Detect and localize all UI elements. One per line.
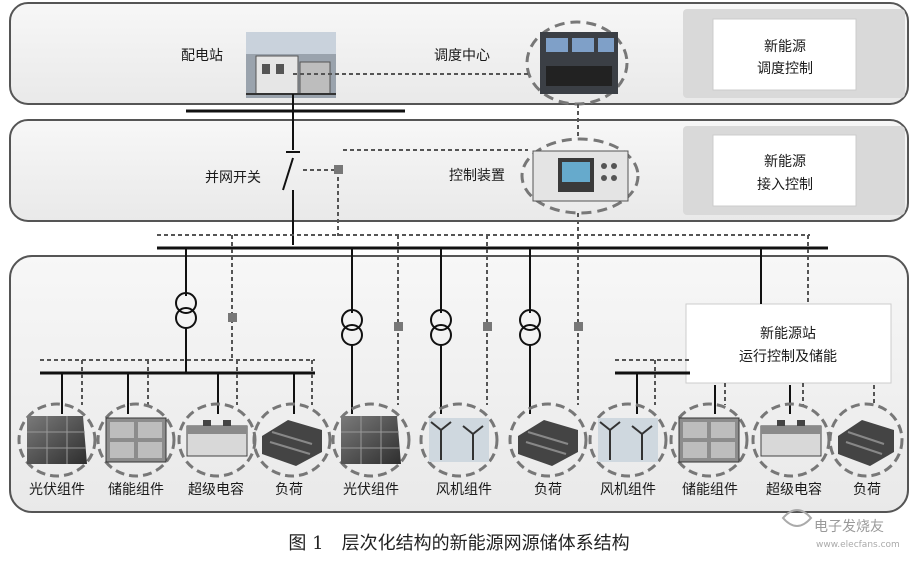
figure-caption: 图 1 层次化结构的新能源网源储体系结构 (288, 533, 629, 554)
substation-label: 配电站 (181, 48, 223, 64)
component-label: 光伏组件 (29, 482, 85, 498)
station-control-line2: 运行控制及储能 (739, 349, 837, 365)
component-label: 负荷 (275, 482, 303, 498)
substation-image (246, 32, 336, 98)
feeder-4 (519, 235, 583, 414)
component-label: 超级电容 (188, 481, 244, 498)
dispatch-control-line2: 调度控制 (757, 61, 813, 77)
watermark-url: www.elecfans.com (816, 540, 900, 550)
storage-module-icon-2 (669, 402, 749, 478)
grid-switch-label: 并网开关 (205, 170, 261, 186)
dispatch-control-box: 新能源 调度控制 (712, 18, 857, 91)
dispatch-center-label: 调度中心 (434, 48, 490, 64)
component-label: 负荷 (853, 482, 881, 498)
control-device-image (520, 137, 640, 215)
supercapacitor-icon (177, 402, 257, 478)
watermark-logo: 电子发烧友 www.elecfans.com (781, 509, 900, 550)
access-control-box: 新能源 接入控制 (712, 134, 857, 207)
station-control-box: 新能源站 运行控制及储能 (685, 303, 892, 384)
watermark-text: 电子发烧友 (814, 519, 884, 535)
component-label: 风机组件 (600, 482, 656, 498)
access-control-line2: 接入控制 (757, 176, 813, 193)
storage-module-icon (96, 402, 176, 478)
component-label: 超级电容 (766, 481, 822, 498)
load-icon (252, 402, 332, 478)
component-label: 储能组件 (682, 482, 738, 498)
feeder-5 (760, 235, 809, 304)
load-icon-3 (828, 402, 904, 478)
feeder-3 (430, 235, 492, 414)
wind-turbine-icon (419, 402, 499, 478)
control-device-label: 控制装置 (449, 168, 505, 184)
load-icon-2 (508, 402, 588, 478)
feeder-1 (175, 235, 237, 372)
left-sub-bus (40, 359, 315, 414)
pv-module-icon (17, 402, 97, 478)
station-control-line1: 新能源站 (760, 326, 816, 342)
access-control-line1: 新能源 (764, 154, 806, 170)
component-label: 光伏组件 (343, 482, 399, 498)
feeder-2 (341, 235, 403, 414)
component-label: 储能组件 (108, 482, 164, 498)
dispatch-center-image (525, 20, 629, 106)
component-label: 负荷 (534, 482, 562, 498)
wind-turbine-icon-2 (588, 402, 668, 478)
pv-module-icon-2 (331, 402, 411, 478)
switch-control-node (334, 165, 343, 174)
right-sub-bus (615, 359, 875, 414)
component-label: 风机组件 (436, 482, 492, 498)
dispatch-control-line1: 新能源 (764, 39, 806, 55)
